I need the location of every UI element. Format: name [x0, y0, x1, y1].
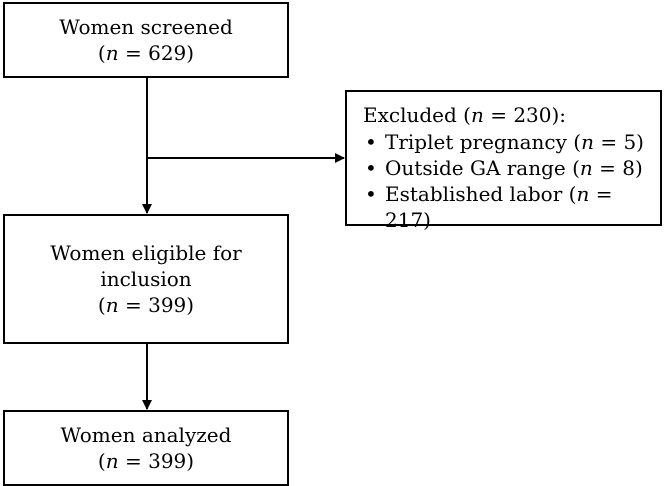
- node-women-eligible: Women eligible for inclusion (n = 399): [3, 214, 289, 344]
- excluded-reason-item: Triplet pregnancy (n = 5): [363, 129, 648, 155]
- excluded-reason-item: Established labor (n = 217): [363, 181, 648, 233]
- node-label: Women analyzed: [60, 423, 232, 447]
- node-women-analyzed: Women analyzed (n = 399): [3, 410, 289, 486]
- node-count: (n = 399): [97, 449, 195, 473]
- excluded-reasons-list: Triplet pregnancy (n = 5) Outside GA ran…: [363, 129, 648, 233]
- node-label-line-2: inclusion: [100, 267, 192, 291]
- node-label: Women screened: [59, 15, 233, 39]
- node-count: (n = 399): [97, 293, 195, 317]
- node-label-line-1: Women eligible for: [50, 241, 242, 265]
- node-excluded: Excluded (n = 230): Triplet pregnancy (n…: [345, 90, 662, 232]
- node-women-screened: Women screened (n = 629): [3, 2, 289, 78]
- excluded-title: Excluded (n = 230):: [363, 103, 567, 127]
- node-count: (n = 629): [97, 41, 195, 65]
- excluded-reason-item: Outside GA range (n = 8): [363, 155, 648, 181]
